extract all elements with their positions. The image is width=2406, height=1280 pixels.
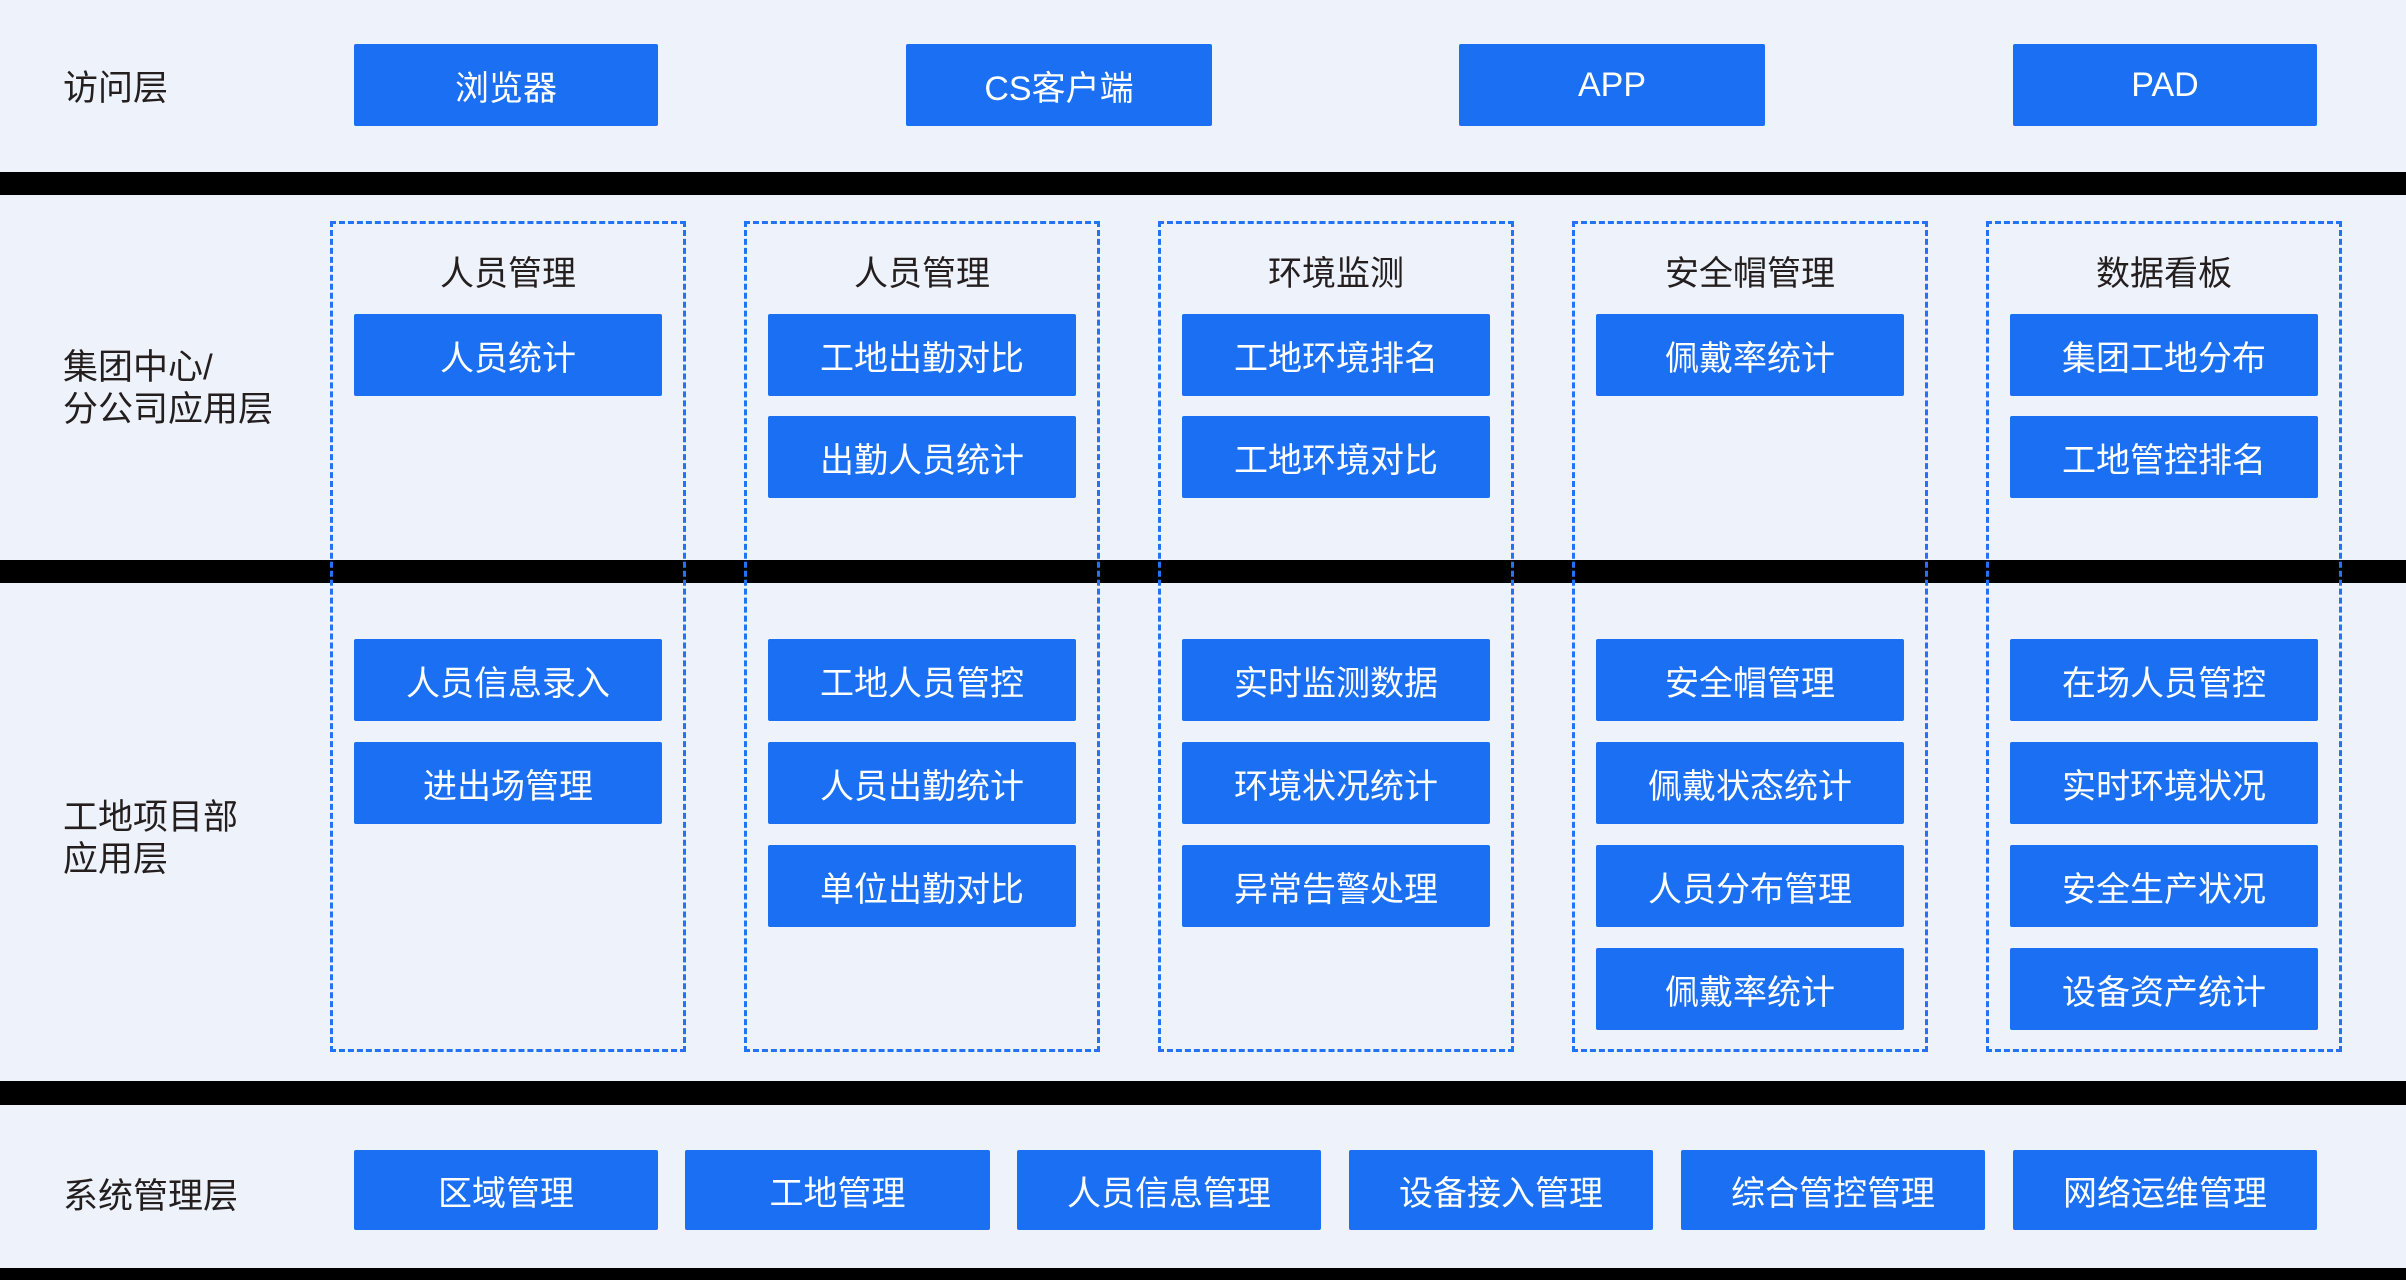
- system-block: 综合管控管理: [1681, 1150, 1985, 1230]
- system-block: 人员信息管理: [1017, 1150, 1321, 1230]
- site-layer-label-line1: 工地项目部: [63, 798, 239, 837]
- column-title: 环境监测: [1268, 255, 1404, 293]
- column-title: 安全帽管理: [1665, 255, 1835, 293]
- system-block: 设备接入管理: [1349, 1150, 1653, 1230]
- module-block: 工地环境排名: [1182, 314, 1490, 396]
- module-block: 工地环境对比: [1182, 416, 1490, 498]
- separator-bar-3: [0, 1081, 2406, 1105]
- system-block: 区域管理: [354, 1150, 658, 1230]
- column-box-1: 人员管理 人员统计 人员信息录入 进出场管理: [330, 221, 686, 1052]
- system-block: 网络运维管理: [2013, 1150, 2317, 1230]
- module-block: 异常告警处理: [1182, 845, 1490, 927]
- column-box-5: 数据看板 集团工地分布 工地管控排名 在场人员管控 实时环境状况 安全生产状况 …: [1986, 221, 2342, 1052]
- module-block: 安全帽管理: [1596, 639, 1904, 721]
- module-block: 工地人员管控: [768, 639, 1076, 721]
- module-block: 设备资产统计: [2010, 948, 2318, 1030]
- column-title: 人员管理: [440, 255, 576, 293]
- browser-block: 浏览器: [354, 44, 658, 126]
- module-block: 实时环境状况: [2010, 742, 2318, 824]
- column-box-4: 安全帽管理 佩戴率统计 安全帽管理 佩戴状态统计 人员分布管理 佩戴率统计: [1572, 221, 1928, 1052]
- system-layer-label: 系统管理层: [63, 1177, 239, 1216]
- module-block: 佩戴状态统计: [1596, 742, 1904, 824]
- module-block: 实时监测数据: [1182, 639, 1490, 721]
- module-block: 安全生产状况: [2010, 845, 2318, 927]
- module-block: 在场人员管控: [2010, 639, 2318, 721]
- column-box-2: 人员管理 工地出勤对比 出勤人员统计 工地人员管控 人员出勤统计 单位出勤对比: [744, 221, 1100, 1052]
- group-layer-label-line2: 分公司应用层: [63, 390, 274, 429]
- site-layer-label-line2: 应用层: [63, 840, 169, 879]
- module-block: 工地管控排名: [2010, 416, 2318, 498]
- module-block: 出勤人员统计: [768, 416, 1076, 498]
- cs-client-block: CS客户端: [906, 44, 1212, 126]
- system-block: 工地管理: [685, 1150, 990, 1230]
- module-block: 人员分布管理: [1596, 845, 1904, 927]
- module-block: 工地出勤对比: [768, 314, 1076, 396]
- module-block: 环境状况统计: [1182, 742, 1490, 824]
- column-box-3: 环境监测 工地环境排名 工地环境对比 实时监测数据 环境状况统计 异常告警处理: [1158, 221, 1514, 1052]
- module-block: 人员信息录入: [354, 639, 662, 721]
- group-layer-label-line1: 集团中心/: [63, 348, 213, 387]
- module-block: 佩戴率统计: [1596, 314, 1904, 396]
- module-block: 人员出勤统计: [768, 742, 1076, 824]
- group-layer-label: 集团中心/ 分公司应用层: [63, 347, 273, 431]
- module-block: 进出场管理: [354, 742, 662, 824]
- module-block: 单位出勤对比: [768, 845, 1076, 927]
- app-block: APP: [1459, 44, 1765, 126]
- separator-bar-4: [0, 1268, 2406, 1280]
- pad-block: PAD: [2013, 44, 2317, 126]
- module-block: 人员统计: [354, 314, 662, 396]
- site-layer-label: 工地项目部 应用层: [63, 797, 238, 881]
- separator-bar-2: [0, 560, 2406, 583]
- module-block: 集团工地分布: [2010, 314, 2318, 396]
- column-title: 数据看板: [2096, 255, 2232, 293]
- column-title: 人员管理: [854, 255, 990, 293]
- access-layer-label: 访问层: [63, 69, 169, 108]
- module-block: 佩戴率统计: [1596, 948, 1904, 1030]
- separator-bar-1: [0, 172, 2406, 195]
